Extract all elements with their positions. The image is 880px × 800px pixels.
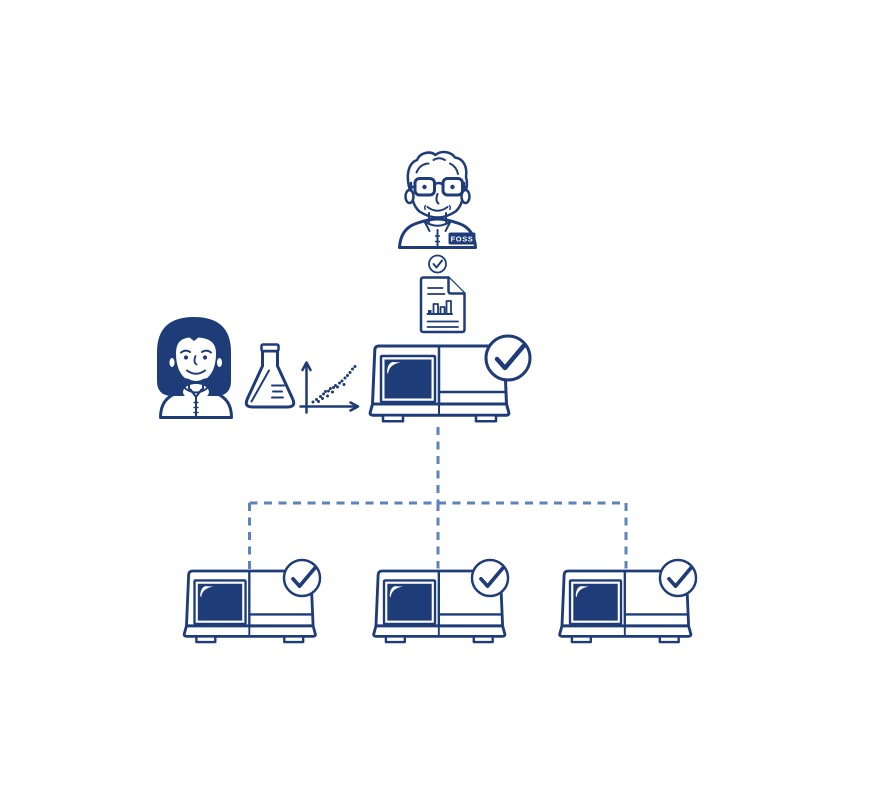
analyst-face xyxy=(176,337,216,382)
verified-check-badge xyxy=(658,558,698,598)
glasses-icon xyxy=(409,177,468,197)
network-analyzer-1 xyxy=(182,558,322,644)
network-analyzer-3 xyxy=(558,558,698,644)
y-axis-arrow xyxy=(301,361,312,372)
network-connection-lines xyxy=(248,427,628,569)
expert-face xyxy=(409,181,466,219)
foss-expert-figure: FOSS xyxy=(398,150,477,249)
expert-ear-left xyxy=(404,188,415,205)
expert-hair xyxy=(406,150,469,194)
expert-ear-right xyxy=(460,188,471,205)
scatter-plot-icon xyxy=(299,361,360,414)
verified-check-badge xyxy=(282,558,322,598)
mini-bar-chart-icon xyxy=(426,300,453,315)
page-fold-corner xyxy=(447,276,466,295)
approval-check-icon xyxy=(428,254,447,274)
calibration-report-icon xyxy=(419,276,466,334)
x-axis-arrow xyxy=(349,401,360,412)
flask-icon xyxy=(244,343,296,409)
network-analyzer-2 xyxy=(372,558,510,644)
analyst-ear-left xyxy=(166,355,178,370)
scatter-points xyxy=(311,365,357,404)
master-analyzer-icon xyxy=(368,336,530,423)
expert-badge-label: FOSS xyxy=(451,235,474,244)
verified-check-badge xyxy=(470,558,510,598)
verified-check-badge xyxy=(486,336,530,380)
expert-badge: FOSS xyxy=(448,232,476,245)
lab-analyst-figure xyxy=(157,317,233,419)
analyst-ear-right xyxy=(214,355,225,370)
